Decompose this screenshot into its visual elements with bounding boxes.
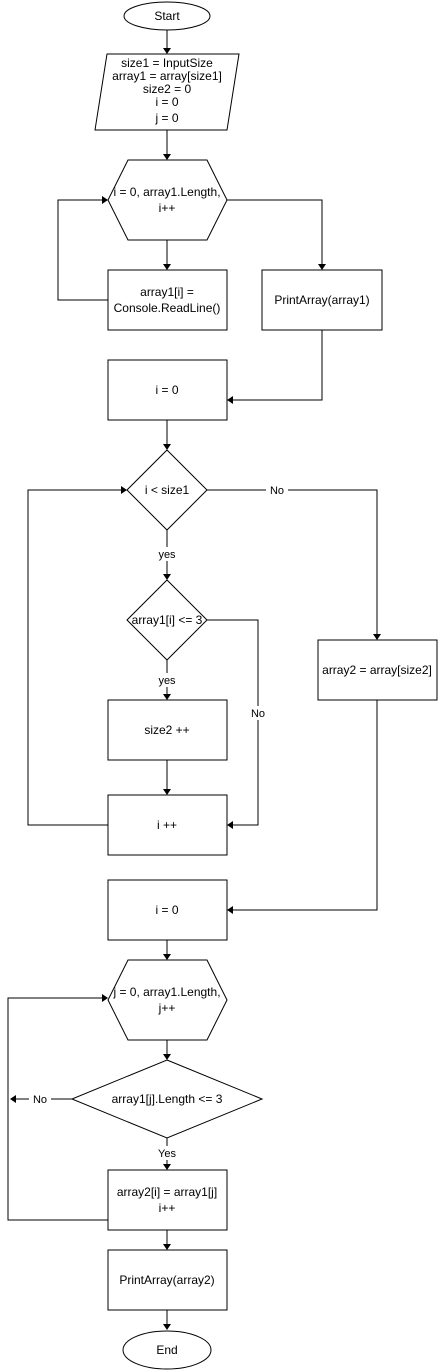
node-reset2-label: i = 0: [155, 903, 178, 917]
edge-labels: No yes yes No No Yes: [29, 483, 288, 1160]
edge-condi-no-newarray2: [207, 489, 378, 634]
arrow-head: [10, 1095, 16, 1103]
edge-label-yes-1: yes: [158, 549, 176, 561]
edge-label-no-1: No: [270, 485, 284, 497]
node-cond-i-label: i < size1: [145, 483, 190, 497]
arrow-head: [102, 196, 108, 204]
edges: [7, 30, 381, 1330]
node-loop1-line: i = 0, array1.Length,: [113, 185, 220, 199]
node-print1-label: PrintArray(array1): [274, 293, 369, 307]
node-cond-i: i < size1: [126, 449, 208, 531]
arrow-head: [163, 264, 171, 270]
node-new-array2-label: array2 = array[size2]: [322, 663, 432, 677]
node-inc-i: i ++: [107, 794, 228, 856]
arrow-head: [163, 574, 171, 580]
arrow-head: [121, 486, 127, 494]
node-inc-size2: size2 ++: [107, 699, 228, 761]
node-assign: array2[i] = array1[j] i++: [107, 1169, 228, 1231]
arrow-head: [163, 1054, 171, 1060]
node-reset2: i = 0: [107, 879, 228, 941]
node-init-line: size1 = InputSize: [121, 56, 213, 70]
edge-label-yes-2: yes: [158, 675, 176, 687]
node-init-line: array1 = array[size1]: [112, 69, 222, 83]
arrow-head: [227, 906, 233, 914]
edge-label-no-3: No: [33, 1094, 47, 1106]
node-inc-size2-label: size2 ++: [144, 723, 189, 737]
edge-label-yes-3: Yes: [158, 1148, 176, 1160]
edge-label-no-2: No: [251, 708, 265, 720]
node-init-line: j = 0: [154, 111, 178, 125]
arrow-head: [163, 1324, 171, 1330]
node-read-line: Console.ReadLine(): [114, 301, 221, 315]
arrow-head: [163, 954, 171, 960]
node-init-line: size2 = 0: [143, 82, 192, 96]
edge-condle3-no-inci: [207, 619, 259, 826]
node-new-array2: array2 = array[size2]: [317, 639, 438, 701]
node-read: array1[i] = Console.ReadLine(): [107, 269, 228, 331]
node-init-line: i = 0: [155, 95, 178, 109]
node-cond-le3: array1[i] <= 3: [126, 579, 208, 661]
edge-loop1-print1: [227, 199, 323, 264]
node-loop1: i = 0, array1.Length, i++: [107, 159, 228, 241]
node-start-label: Start: [154, 9, 180, 23]
arrow-head: [163, 1164, 171, 1170]
arrow-head: [318, 264, 326, 270]
edge-inci-condi-back: [27, 489, 121, 826]
node-inc-i-label: i ++: [157, 818, 177, 832]
node-reset1-label: i = 0: [155, 383, 178, 397]
arrow-head: [163, 789, 171, 795]
arrow-head: [227, 821, 233, 829]
arrow-head: [373, 634, 381, 640]
edge-read-loop1-back: [57, 199, 108, 301]
node-cond-len: array1[j].Length <= 3: [70, 1059, 264, 1139]
edge-print1-reset1: [233, 330, 323, 401]
arrow-head: [163, 154, 171, 160]
node-print2-label: PrintArray(array2): [119, 1273, 214, 1287]
arrow-head: [163, 444, 171, 450]
node-loop2-line: j++: [158, 1001, 176, 1015]
node-loop1-line: i++: [159, 201, 176, 215]
node-print2: PrintArray(array2): [107, 1249, 228, 1311]
arrow-head: [227, 396, 233, 404]
node-start: Start: [123, 1, 211, 31]
arrow-head: [102, 994, 108, 1002]
node-assign-line: i++: [159, 1201, 176, 1215]
arrow-head: [163, 694, 171, 700]
edge-assign-loop2-back: [7, 997, 108, 1221]
node-loop2-line: j = 0, array1.Length,: [112, 985, 220, 999]
node-read-line: array1[i] =: [140, 285, 194, 299]
node-loop2: j = 0, array1.Length, j++: [107, 959, 228, 1041]
node-reset1: i = 0: [107, 359, 228, 421]
arrow-head: [163, 1244, 171, 1250]
arrow-head: [163, 48, 171, 54]
node-assign-line: array2[i] = array1[j]: [117, 1185, 217, 1199]
node-init-input: size1 = InputSize array1 = array[size1] …: [94, 53, 240, 131]
node-cond-le3-label: array1[i] <= 3: [132, 613, 203, 627]
node-print1: PrintArray(array1): [261, 269, 383, 331]
node-end-label: End: [156, 1343, 177, 1357]
node-end: End: [122, 1330, 212, 1370]
node-cond-len-label: array1[j].Length <= 3: [112, 1092, 223, 1106]
edge-newarray2-reset2: [233, 700, 378, 911]
